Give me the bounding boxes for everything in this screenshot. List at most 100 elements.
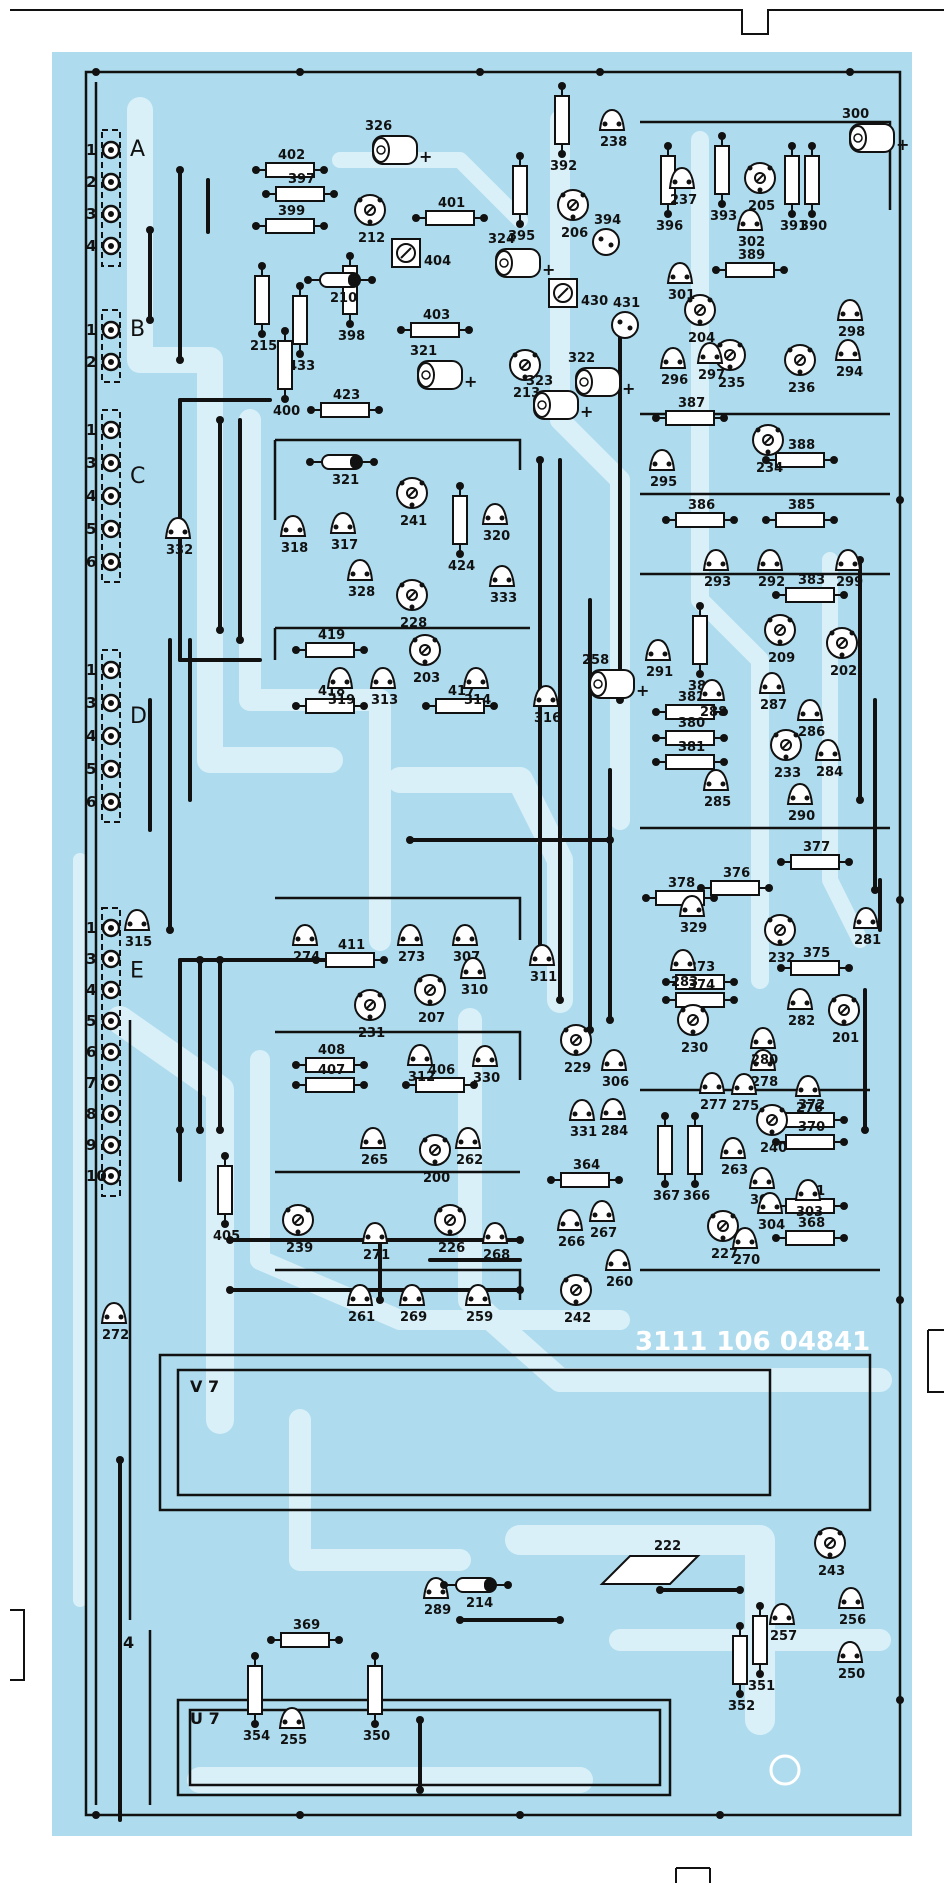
connector-pin: 1 [86, 420, 121, 440]
component-ref: 230 [681, 1041, 708, 1056]
polarity-mark: + [542, 260, 555, 279]
component-ref: 402 [278, 148, 305, 163]
resistor: 383 [772, 573, 848, 603]
diode: 271 [361, 1221, 390, 1263]
diode: 315 [123, 908, 152, 950]
diode: 329 [678, 894, 707, 936]
connector-pin: 5 [86, 759, 121, 779]
resistor: 372 [772, 1098, 848, 1128]
component-ref: 283 [671, 975, 698, 990]
diode: 250 [836, 1640, 865, 1682]
component-ref: 263 [721, 1163, 748, 1178]
transistor: 232 [764, 914, 796, 966]
component-ref: 354 [243, 1729, 270, 1744]
component-ref: 289 [424, 1603, 451, 1618]
diode: 288 [698, 678, 727, 720]
connector-pin: 5 [86, 1011, 121, 1031]
component-ref: 382 [678, 690, 705, 705]
resistor: 382 [652, 690, 728, 720]
component-ref: 296 [661, 373, 688, 388]
diode: 274 [291, 923, 320, 965]
pin-number: 8 [86, 1105, 96, 1123]
component-ref: 331 [570, 1125, 597, 1140]
diode: 331 [568, 1098, 597, 1140]
connector-pin: 5 [86, 519, 121, 539]
resistor: 423 [307, 388, 383, 418]
diode: 294 [834, 338, 863, 380]
transistor: 239 [282, 1204, 314, 1256]
component-ref: 276 [796, 1101, 823, 1116]
component-ref: 378 [668, 876, 695, 891]
component-ref: 299 [836, 575, 863, 590]
diode: 287 [758, 671, 787, 713]
component-ref: 281 [854, 933, 881, 948]
component-ref: 260 [606, 1275, 633, 1290]
diode: 319 [326, 666, 355, 708]
component-ref: 390 [800, 219, 827, 234]
component-ref: 303 [796, 1205, 823, 1220]
component-ref: 405 [213, 1229, 240, 1244]
component-ref: 419 [318, 628, 345, 643]
component-ref: 275 [732, 1099, 759, 1114]
component-ref: 333 [490, 591, 517, 606]
connector-pin: 6 [86, 792, 121, 812]
diode: 312 [406, 1043, 435, 1085]
resistor: 408 [292, 1043, 368, 1073]
component-ref: 288 [700, 705, 727, 720]
diode: 295 [648, 448, 677, 490]
diode: 302 [736, 208, 765, 250]
component-ref: 302 [738, 235, 765, 250]
component-ref: 369 [293, 1618, 320, 1633]
component-ref: 284 [816, 765, 843, 780]
resistor: 406 [402, 1063, 478, 1093]
component-ref: 370 [798, 1120, 825, 1135]
component-ref: 243 [818, 1564, 845, 1579]
pin-number: 5 [86, 520, 96, 538]
connector-pin: 2 [86, 352, 121, 372]
component-ref: 226 [438, 1241, 465, 1256]
component-ref: 237 [670, 193, 697, 208]
component-ref: 398 [338, 329, 365, 344]
transistor: 231 [354, 989, 386, 1041]
component-ref: 301 [668, 288, 695, 303]
component-ref: 297 [698, 368, 725, 383]
connector-pin: 9 [86, 1135, 121, 1155]
component-ref: 329 [680, 921, 707, 936]
resistor: 377 [777, 840, 853, 870]
resistor: 399 [252, 204, 328, 234]
component-ref: 282 [788, 1014, 815, 1029]
connector-pin: 3 [86, 693, 121, 713]
component-ref: 322 [568, 351, 595, 366]
component-ref: 278 [751, 1075, 778, 1090]
component-ref: 262 [456, 1153, 483, 1168]
component-ref: 210 [330, 291, 357, 306]
diode: 304 [756, 1191, 785, 1233]
resistor: 411 [312, 938, 388, 968]
diode: 262 [454, 1126, 483, 1168]
component-ref: 367 [653, 1189, 680, 1204]
transistor: 207 [414, 974, 446, 1026]
component-ref: 433 [288, 359, 315, 374]
component-ref: 287 [760, 698, 787, 713]
transistor: 236 [784, 344, 816, 396]
component-ref: 424 [448, 559, 475, 574]
capacitor: 222 [599, 1539, 701, 1585]
component-ref: 407 [318, 1063, 345, 1078]
block-label-v7: V 7 [190, 1377, 219, 1396]
diode: 286 [796, 698, 825, 740]
resistor: 350 [363, 1652, 390, 1744]
component-ref: 374 [688, 978, 715, 993]
component-ref: 255 [280, 1733, 307, 1748]
diode: 257 [768, 1602, 797, 1644]
transistor: 206 [557, 189, 589, 241]
component-ref: 328 [348, 585, 375, 600]
component-ref: 203 [413, 671, 440, 686]
component-ref: 293 [704, 575, 731, 590]
component-ref: 385 [788, 498, 815, 513]
component-ref: 375 [803, 946, 830, 961]
connector-b: 12B [86, 309, 145, 383]
component-ref: 227 [711, 1247, 738, 1262]
resistor: 400 [273, 327, 300, 419]
diode: 267 [588, 1199, 617, 1241]
